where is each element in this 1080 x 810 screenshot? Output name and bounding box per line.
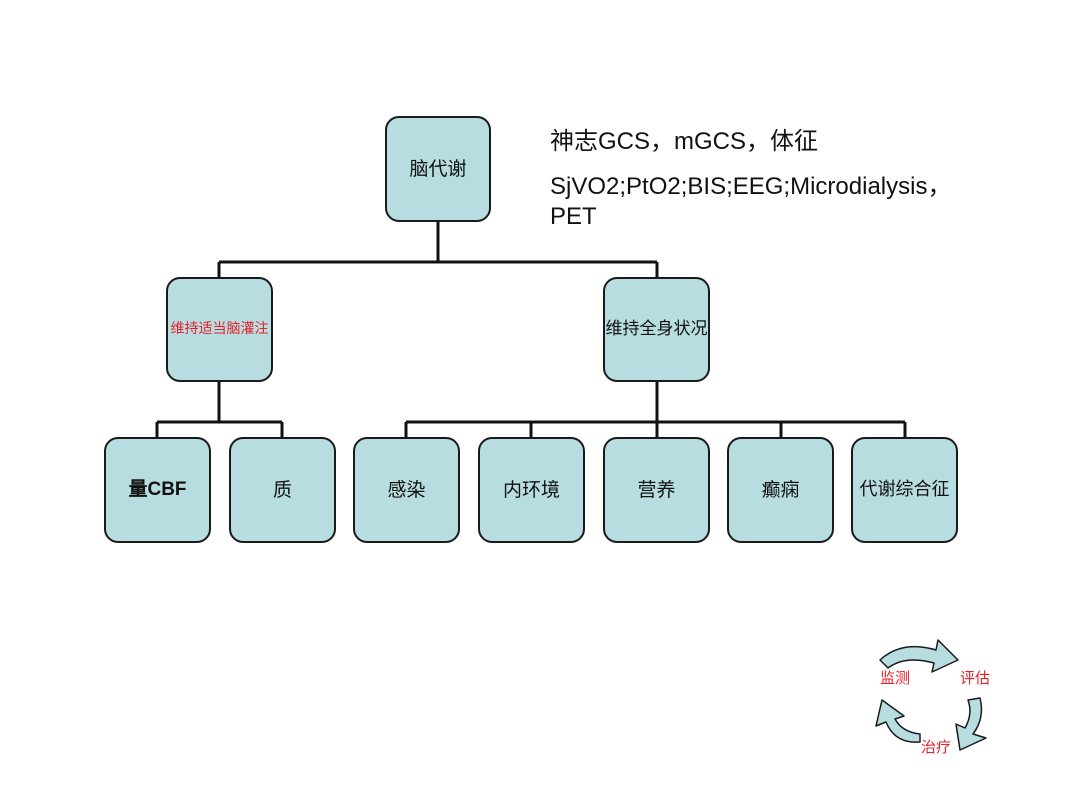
node-label: 维持适当脑灌注: [170, 321, 269, 338]
cycle-label-monitor: 监测: [880, 669, 911, 687]
node-label: 营养: [637, 478, 676, 501]
cycle-arrows: [875, 639, 987, 751]
node-cbf-quantity: 量CBF: [104, 437, 211, 543]
node-internal-environment: 内环境: [478, 437, 585, 543]
cycle-label-treat: 治疗: [921, 738, 952, 756]
node-epilepsy: 癫痫: [727, 437, 834, 543]
connector-lines: [155, 222, 907, 437]
cycle-label-assess: 评估: [960, 669, 991, 687]
node-nutrition: 营养: [603, 437, 710, 543]
annotation-monitoring-methods: SjVO2;PtO2;BIS;EEG;Microdialysis，PET: [550, 173, 952, 230]
cycle-arrow-right-icon: [955, 697, 987, 751]
node-metabolic-syndrome: 代谢综合征: [851, 437, 958, 543]
node-label: 感染: [387, 478, 426, 501]
node-brain-metabolism: 脑代谢: [385, 116, 491, 222]
annotation-clinical-signs: 神志GCS，mGCS，体征: [550, 128, 819, 155]
node-label: 维持全身状况: [605, 319, 708, 340]
node-label: 癫痫: [761, 478, 800, 501]
node-label: 质: [272, 478, 292, 501]
node-label: 代谢综合征: [859, 479, 950, 501]
node-label: 量CBF: [128, 478, 187, 500]
cycle-arrow-left-icon: [875, 699, 921, 743]
node-maintain-systemic: 维持全身状况: [603, 277, 710, 382]
node-label: 内环境: [502, 478, 560, 501]
cycle-arrow-top-icon: [879, 639, 959, 673]
node-infection: 感染: [353, 437, 460, 543]
node-maintain-perfusion: 维持适当脑灌注: [166, 277, 273, 382]
node-label: 脑代谢: [409, 157, 467, 180]
node-quality: 质: [229, 437, 336, 543]
